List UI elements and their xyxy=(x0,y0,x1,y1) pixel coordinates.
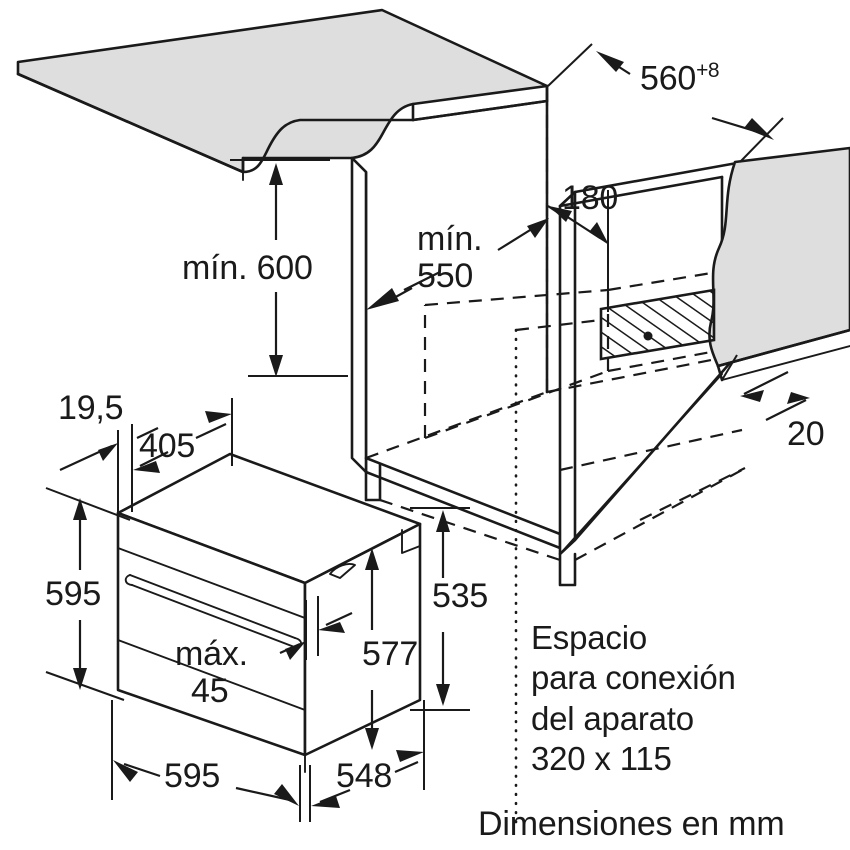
dim-min-600 xyxy=(230,159,348,377)
dim-405 xyxy=(133,398,233,473)
connection-space-hatched-area xyxy=(599,288,716,361)
connection-space-leader xyxy=(514,318,602,827)
dim-label-595-height: 595 xyxy=(45,575,102,613)
dim-595-width xyxy=(111,700,301,822)
dim-min-550 xyxy=(366,218,549,310)
dim-max-45 xyxy=(279,596,353,660)
oven-appliance xyxy=(116,452,422,773)
dim-595-height xyxy=(45,487,131,701)
dim-label-180: 180 xyxy=(562,179,619,217)
dim-560-top xyxy=(547,43,784,163)
dim-label-20: 20 xyxy=(787,415,825,453)
dim-548-depth xyxy=(309,700,425,822)
dim-label-19-5: 19,5 xyxy=(58,389,124,427)
dimensions-unit-caption: Dimensiones en mm xyxy=(478,805,785,843)
dim-label-405: 405 xyxy=(139,427,196,465)
dim-label-max-45: máx.45 xyxy=(175,635,248,711)
dim-535-height xyxy=(410,507,470,711)
dim-label-560: 560+8 xyxy=(640,59,720,98)
dim-180 xyxy=(547,190,609,312)
dim-label-548: 548 xyxy=(336,757,393,795)
dim-label-577: 577 xyxy=(362,635,419,673)
dim-label-535: 535 xyxy=(432,577,489,615)
dim-label-min-600: mín. 600 xyxy=(182,249,313,287)
rear-wall-panel xyxy=(708,146,850,382)
dim-19-5 xyxy=(59,424,159,520)
dim-577-height xyxy=(365,548,379,750)
dim-label-595-width: 595 xyxy=(164,757,221,795)
dim-label-min-550: mín.550 xyxy=(417,220,483,296)
dim-20 xyxy=(721,354,810,421)
